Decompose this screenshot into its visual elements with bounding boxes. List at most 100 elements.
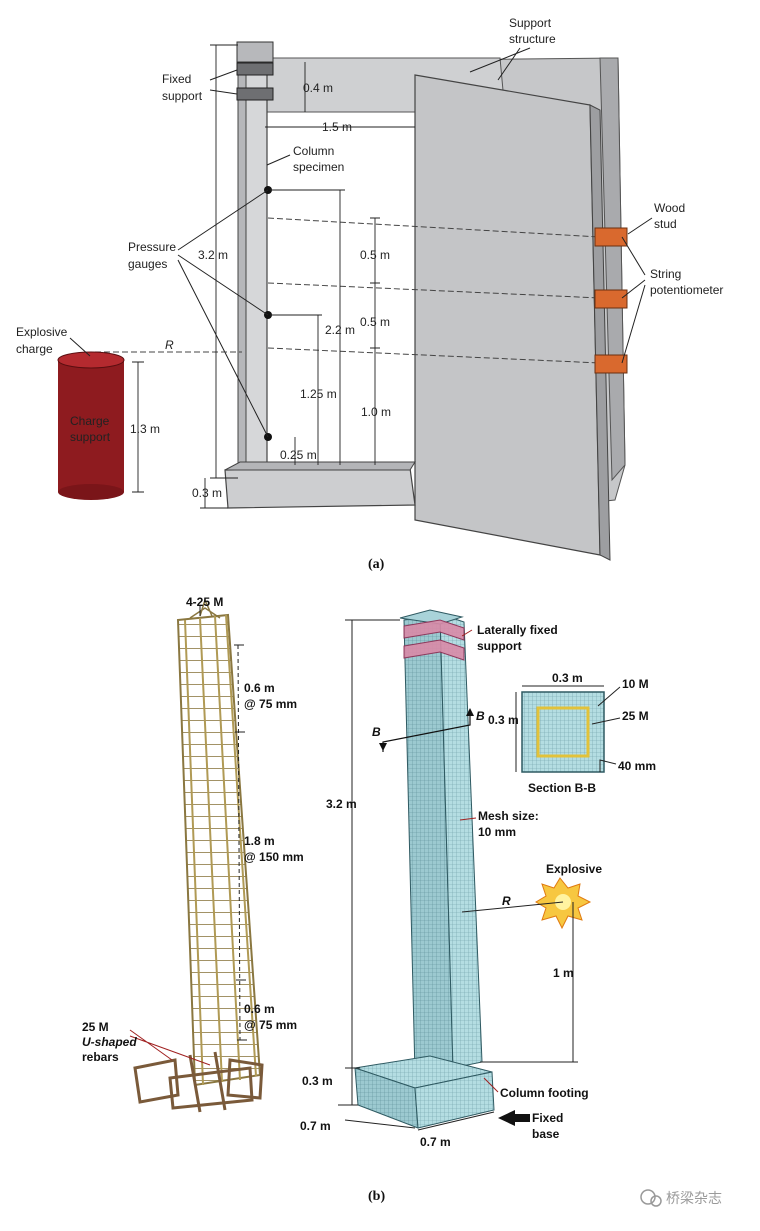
label-dim-125: 1.25 m	[300, 387, 337, 401]
cut-arrow-left	[379, 743, 387, 751]
fixed-base-arrow	[498, 1110, 530, 1126]
label-explosive-charge-2: charge	[16, 342, 53, 356]
label-lateral-fixed-2: support	[477, 639, 522, 653]
lateral-support-band-2	[403, 639, 465, 661]
fixed-support-clamp2	[236, 87, 274, 101]
cage-dim-ticks	[234, 644, 247, 1041]
column-side	[237, 57, 247, 479]
cage-dims	[237, 644, 241, 1041]
ushape-leader	[129, 1029, 211, 1066]
support-structure-edge	[599, 57, 626, 482]
label-string-pot-2: potentiometer	[650, 283, 723, 297]
label-support-structure-2: structure	[509, 32, 556, 46]
label-dim-05-a: 0.5 m	[360, 248, 390, 262]
label-pressure-gauges: Pressure	[128, 240, 176, 254]
string-lines	[95, 217, 601, 364]
fixed-support-clamp1	[236, 62, 274, 76]
footing-side	[224, 461, 416, 471]
label-sec-10m: 10 M	[622, 677, 649, 691]
label-dim-32-a: 3.2 m	[198, 248, 228, 262]
watermark-text: 桥梁杂志	[666, 1191, 722, 1207]
label-sec-25m: 25 M	[622, 709, 649, 723]
label-ushape-1: 25 M	[82, 1020, 109, 1034]
label-dim-03-b: 0.3 m	[302, 1074, 333, 1088]
label-seg3-len: 0.6 m	[244, 1002, 275, 1016]
label-footing: Column footing	[500, 1086, 589, 1100]
wechat-icon-2	[650, 1195, 662, 1207]
b-leaders-red	[459, 817, 499, 1093]
label-fixed-support-2: support	[162, 89, 203, 103]
fixed-leader	[209, 69, 238, 95]
front-plate	[414, 74, 601, 556]
column-leader	[266, 154, 291, 166]
charge-support	[58, 360, 124, 492]
label-dim-07-b: 0.7 m	[420, 1135, 451, 1149]
label-charge-support: Charge	[70, 414, 110, 428]
label-wood-stud-2: stud	[654, 217, 677, 231]
label-b-right: B	[476, 709, 485, 723]
standoff-r-line	[461, 901, 564, 913]
label-mesh-size-2: 10 mm	[478, 825, 516, 839]
charge-bottom	[58, 484, 124, 500]
height-1m-line	[480, 902, 578, 1063]
label-dim-04: 0.4 m	[303, 81, 333, 95]
label-column-specimen: Column	[293, 144, 334, 158]
label-section-title: Section B-B	[528, 781, 596, 795]
label-charge-support-2: support	[70, 430, 111, 444]
dims-b	[338, 619, 495, 1131]
label-r-b: R	[502, 894, 511, 908]
label-dim-1m: 1 m	[553, 966, 574, 980]
label-dim-05-b: 0.5 m	[360, 315, 390, 329]
label-lateral-fixed: Laterally fixed	[477, 623, 558, 637]
label-dim-025: 0.25 m	[280, 448, 317, 462]
charge-leader	[69, 337, 91, 357]
label-seg1-len: 0.6 m	[244, 681, 275, 695]
fixed-support-top	[236, 41, 274, 63]
label-dim-15: 1.5 m	[322, 120, 352, 134]
label-ushape-3: rebars	[82, 1050, 119, 1064]
label-explosive: Explosive	[546, 862, 602, 876]
label-dim-03-a: 0.3 m	[192, 486, 222, 500]
wood-stud-3	[594, 354, 628, 374]
label-string-pot: String	[650, 267, 681, 281]
column-specimen	[244, 57, 268, 479]
label-explosive-charge: Explosive	[16, 325, 68, 339]
section-bb	[521, 691, 605, 773]
cut-arrow-right	[466, 708, 474, 716]
potentiometer-leaders	[621, 217, 653, 364]
panel-a: Support structure Fixed support 0.4 m 1.…	[16, 16, 723, 572]
label-seg2-len: 1.8 m	[244, 834, 275, 848]
caption-b: (b)	[368, 1189, 385, 1204]
label-sec-03-side: 0.3 m	[488, 713, 519, 727]
label-r-a: R	[165, 338, 174, 352]
watermark: 桥梁杂志	[640, 1189, 722, 1207]
support-leader	[469, 47, 531, 81]
label-sec-03-top: 0.3 m	[552, 671, 583, 685]
label-fixed-base: Fixed	[532, 1111, 563, 1125]
front-plate-edge	[589, 104, 611, 561]
label-dim-07-a: 0.7 m	[300, 1119, 331, 1133]
label-support-structure: Support	[509, 16, 552, 30]
panel-b: 4-25 M 0.6 m @ 75 mm 1.8 m @ 150 mm 0.6 …	[82, 595, 656, 1204]
label-dim-32-b: 3.2 m	[326, 797, 357, 811]
label-mesh-size: Mesh size:	[478, 809, 539, 823]
label-pressure-gauges-2: gauges	[128, 257, 167, 271]
label-b-left: B	[372, 725, 381, 739]
label-dim-22: 2.2 m	[325, 323, 355, 337]
label-wood-stud: Wood	[654, 201, 685, 215]
section-stirrup	[536, 706, 590, 758]
cage-top-bars	[189, 597, 221, 619]
label-4-25m: 4-25 M	[186, 595, 223, 609]
section-leaders	[591, 686, 621, 772]
label-fixed-support: Fixed	[162, 72, 191, 86]
label-sec-40: 40 mm	[618, 759, 656, 773]
charge-top	[57, 351, 125, 369]
label-fixed-base-2: base	[532, 1127, 560, 1141]
u-shaped-rebars	[133, 1051, 264, 1113]
lateral-leader	[461, 629, 473, 637]
label-ushape-2: U-shaped	[82, 1035, 137, 1049]
gauge-leaders	[177, 189, 269, 438]
wechat-icon	[640, 1189, 656, 1205]
column-footing	[224, 467, 416, 509]
